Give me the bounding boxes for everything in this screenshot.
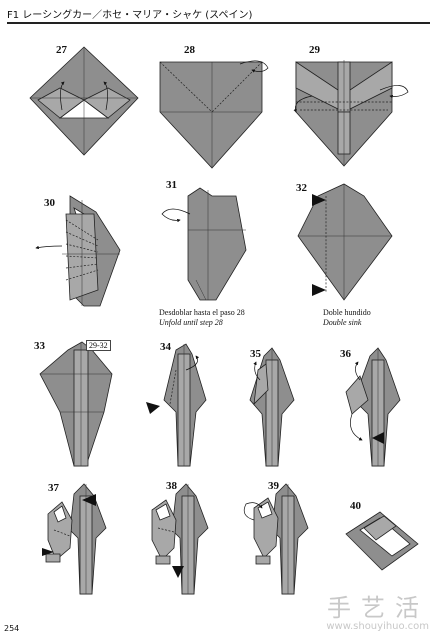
step-number: 35: [250, 348, 261, 360]
page-title: F1 レーシングカー／ホセ・マリア・シャケ (スペイン): [7, 10, 253, 21]
diagram-step-33: [39, 341, 113, 467]
watermark-logo: 手艺活: [327, 594, 429, 622]
diagram-step-39: [243, 483, 309, 595]
diagram-step-27: [29, 46, 139, 156]
step-number: 36: [340, 348, 351, 360]
step-number: 39: [268, 480, 279, 492]
diagram-step-34: [146, 343, 207, 467]
diagram-step-38: [151, 483, 209, 595]
step-number: 30: [44, 197, 55, 209]
diagram-step-29: [293, 60, 409, 167]
page-header: F1 レーシングカー／ホセ・マリア・シャケ (スペイン): [7, 3, 430, 25]
diagram-step-28: [159, 60, 269, 169]
watermark: 手艺活 www.shouyihuo.com: [326, 588, 429, 632]
diagram-step-32: [297, 183, 393, 301]
header-rule: [7, 22, 430, 24]
step-number: 37: [48, 482, 59, 494]
step-number: 40: [350, 500, 361, 512]
caption-spanish: Desdoblar hasta el paso 28: [159, 308, 245, 317]
caption-step-31: Desdoblar hasta el paso 28 Unfold until …: [159, 308, 245, 328]
diagram-step-37: [42, 483, 107, 595]
caption-english: Double sink: [323, 318, 362, 327]
diagram-step-40: [345, 511, 419, 571]
diagram-step-35: [249, 347, 295, 467]
caption-english: Unfold until step 28: [159, 318, 223, 327]
page-number: 254: [4, 624, 20, 633]
diagram-step-30: [35, 195, 121, 307]
watermark-url: www.shouyihuo.com: [326, 621, 429, 632]
caption-step-32: Doble hundido Double sink: [323, 308, 371, 328]
step-number: 34: [160, 341, 171, 353]
diagram-step-31: [161, 187, 247, 301]
step-number: 32: [296, 182, 307, 194]
diagram-step-36: [345, 347, 401, 467]
step-number: 29: [309, 44, 320, 56]
step-number: 38: [166, 480, 177, 492]
reference-label: 29-32: [86, 340, 111, 351]
step-number: 28: [184, 44, 195, 56]
step-number: 31: [166, 179, 177, 191]
step-number: 27: [56, 44, 67, 56]
caption-spanish: Doble hundido: [323, 308, 371, 317]
step-number: 33: [34, 340, 45, 352]
